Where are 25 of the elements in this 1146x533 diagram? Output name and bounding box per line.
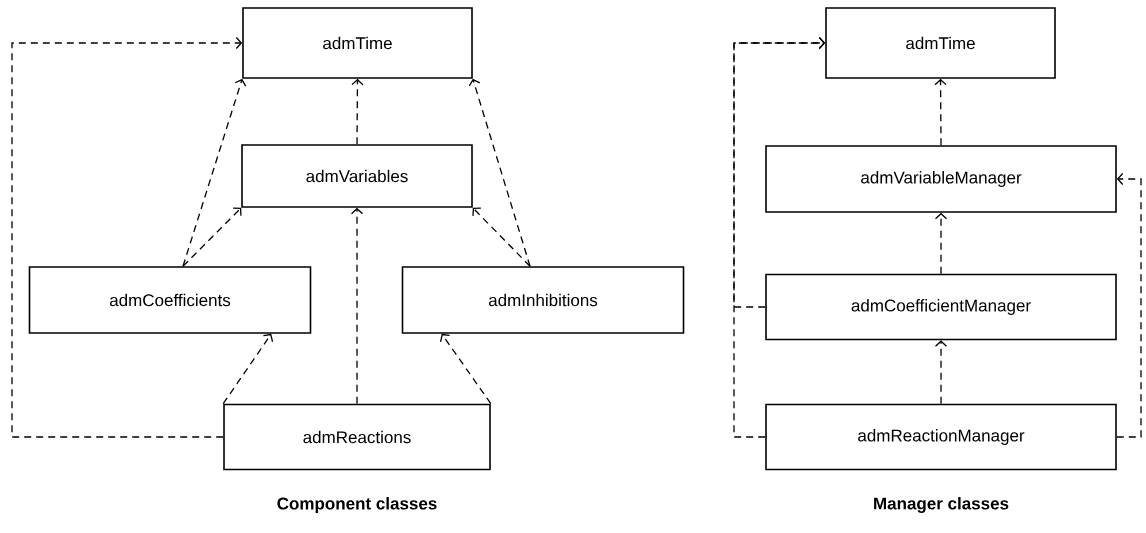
class-box: admCoefficients: [28, 266, 312, 334]
dashed-arrow: [472, 207, 531, 267]
class-box: admReactionManager: [765, 403, 1117, 471]
dashed-arrow: [182, 78, 247, 267]
dashed-arrow: [733, 36, 826, 438]
class-box: admVariableManager: [765, 145, 1117, 213]
class-box: admVariables: [241, 144, 473, 208]
dashed-arrow: [934, 340, 948, 405]
dashed-arrow: [1116, 172, 1142, 438]
dashed-arrow: [222, 333, 274, 405]
dashed-arrow: [934, 78, 947, 146]
class-box: admTime: [242, 7, 473, 79]
dashed-arrow: [182, 207, 242, 267]
caption: Component classes: [277, 497, 437, 513]
class-box: admInhibitions: [401, 266, 685, 334]
class-box: admTime: [825, 7, 1056, 79]
dashed-arrow: [351, 78, 364, 145]
dashed-arrow: [350, 207, 364, 405]
dashed-arrow: [468, 78, 531, 267]
class-box: admReactions: [223, 403, 491, 471]
dashed-arrow: [439, 333, 492, 405]
dashed-arrow: [11, 36, 243, 438]
caption: Manager classes: [874, 497, 1009, 513]
dashed-arrow: [934, 212, 948, 275]
class-box: admCoefficientManager: [765, 273, 1117, 341]
